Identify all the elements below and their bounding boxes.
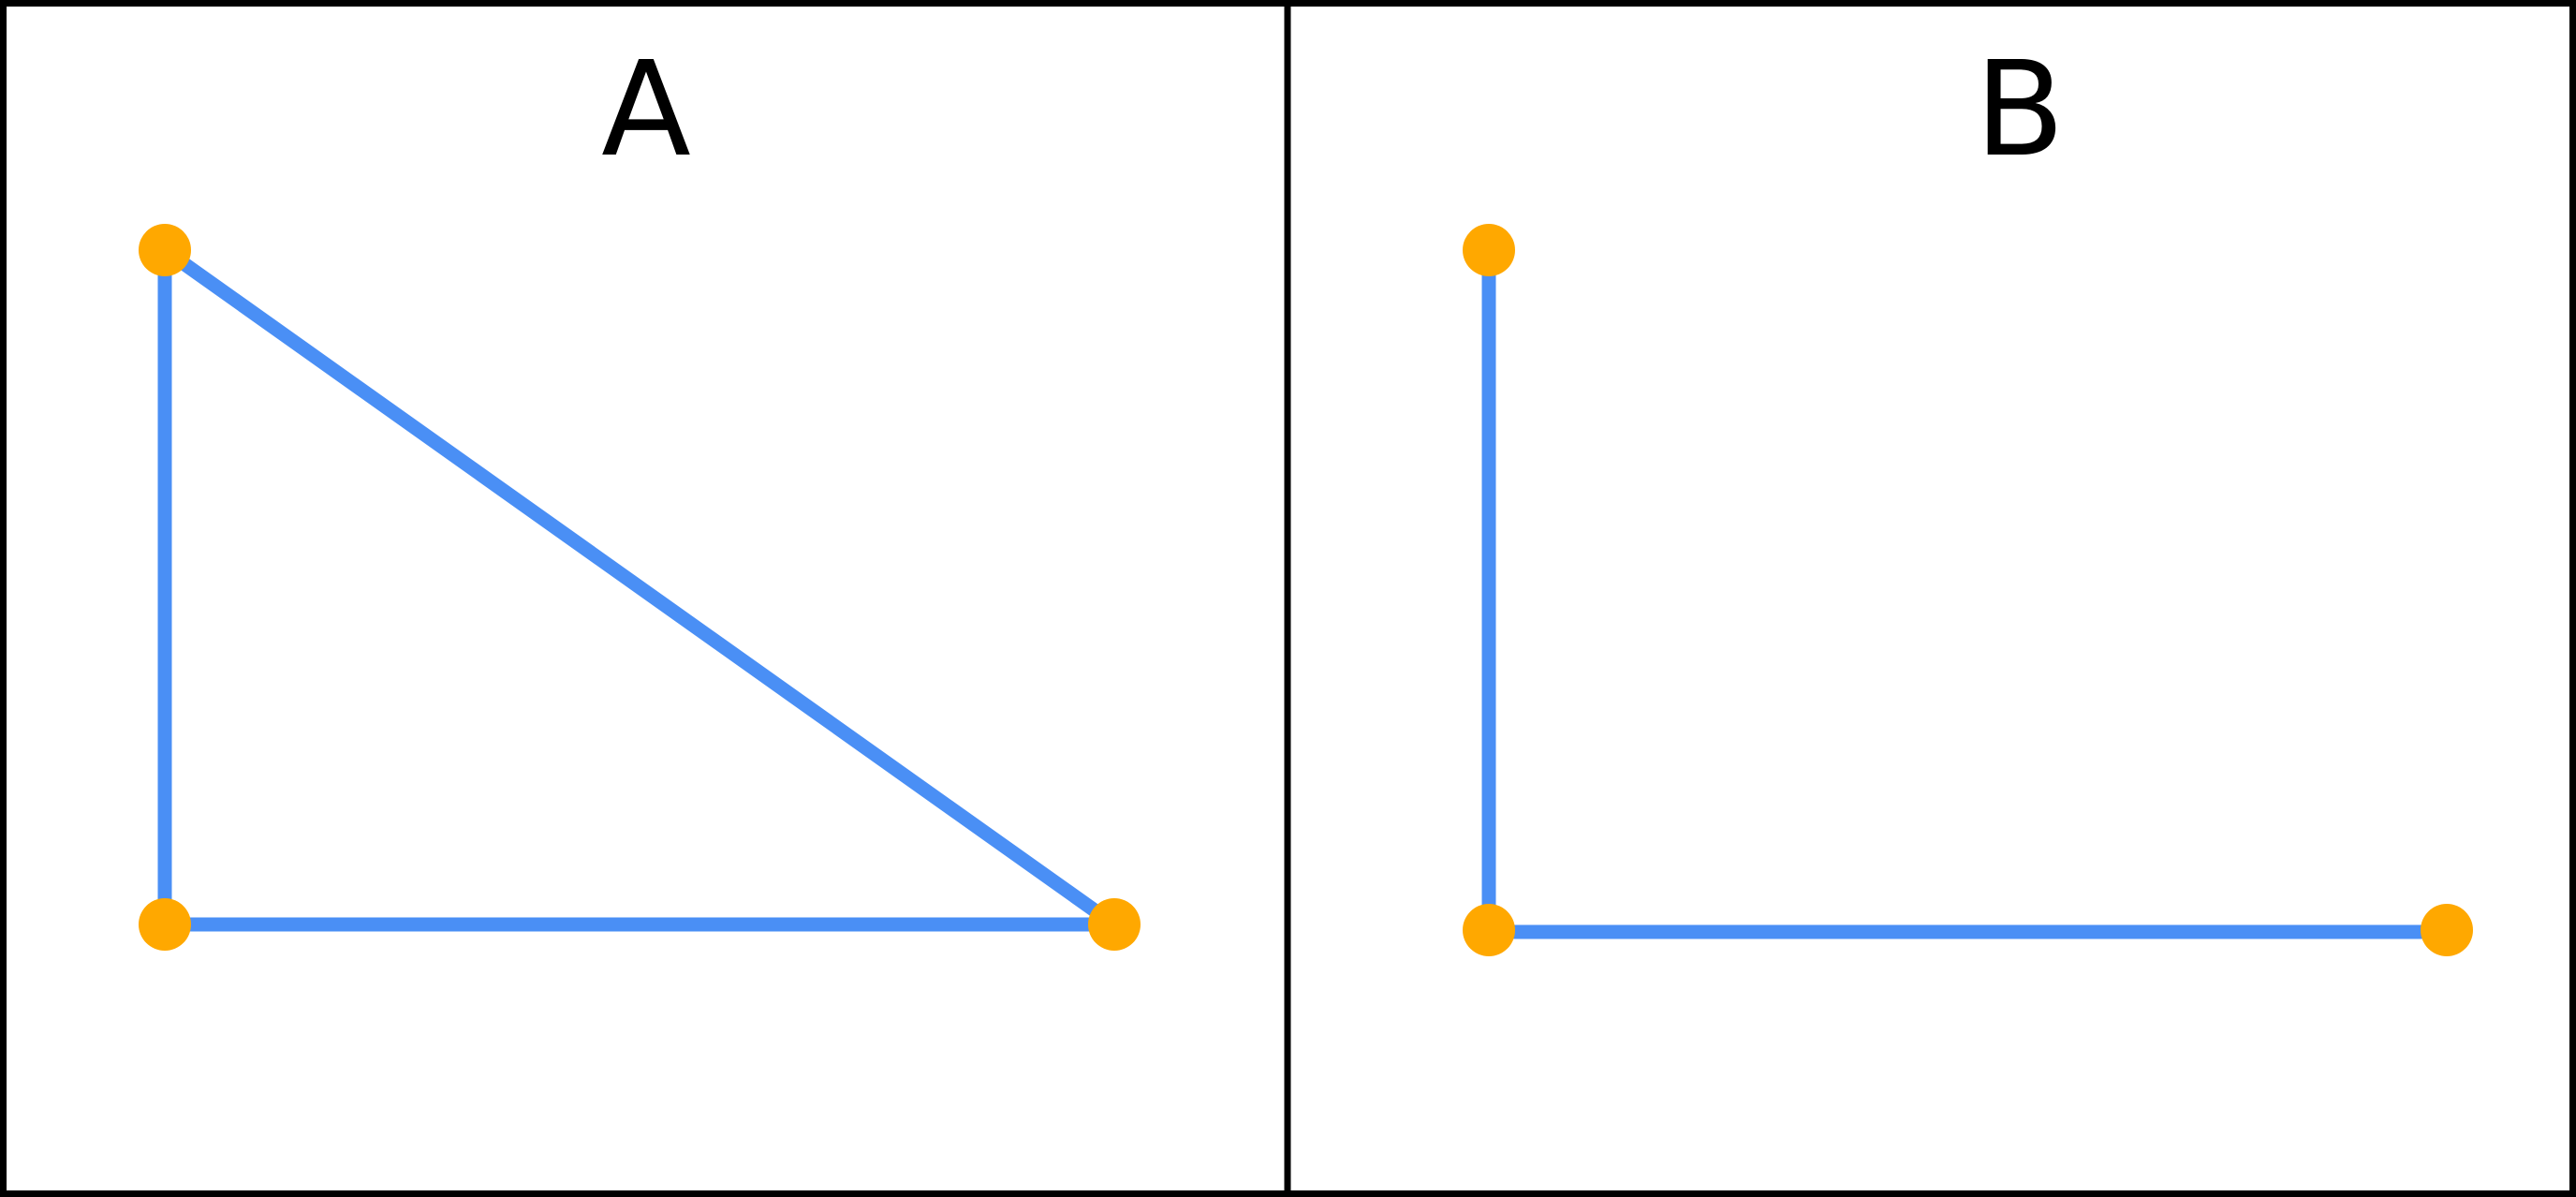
panel-a-node-bottom-left <box>139 898 191 951</box>
panel-a-node-bottom-right <box>1088 898 1141 951</box>
panel-b-node-bottom-right <box>2421 904 2473 956</box>
panel-a: A <box>139 34 1141 951</box>
panel-a-edge-top-to-bottom-right <box>160 244 1119 931</box>
panel-b-node-bottom-left <box>1463 904 1515 956</box>
panel-a-node-top <box>139 224 191 276</box>
panel-b-node-top <box>1463 224 1515 276</box>
panel-b-label: B <box>1975 34 2065 186</box>
panel-a-label: A <box>601 34 691 186</box>
panel-b: B <box>1463 34 2473 956</box>
